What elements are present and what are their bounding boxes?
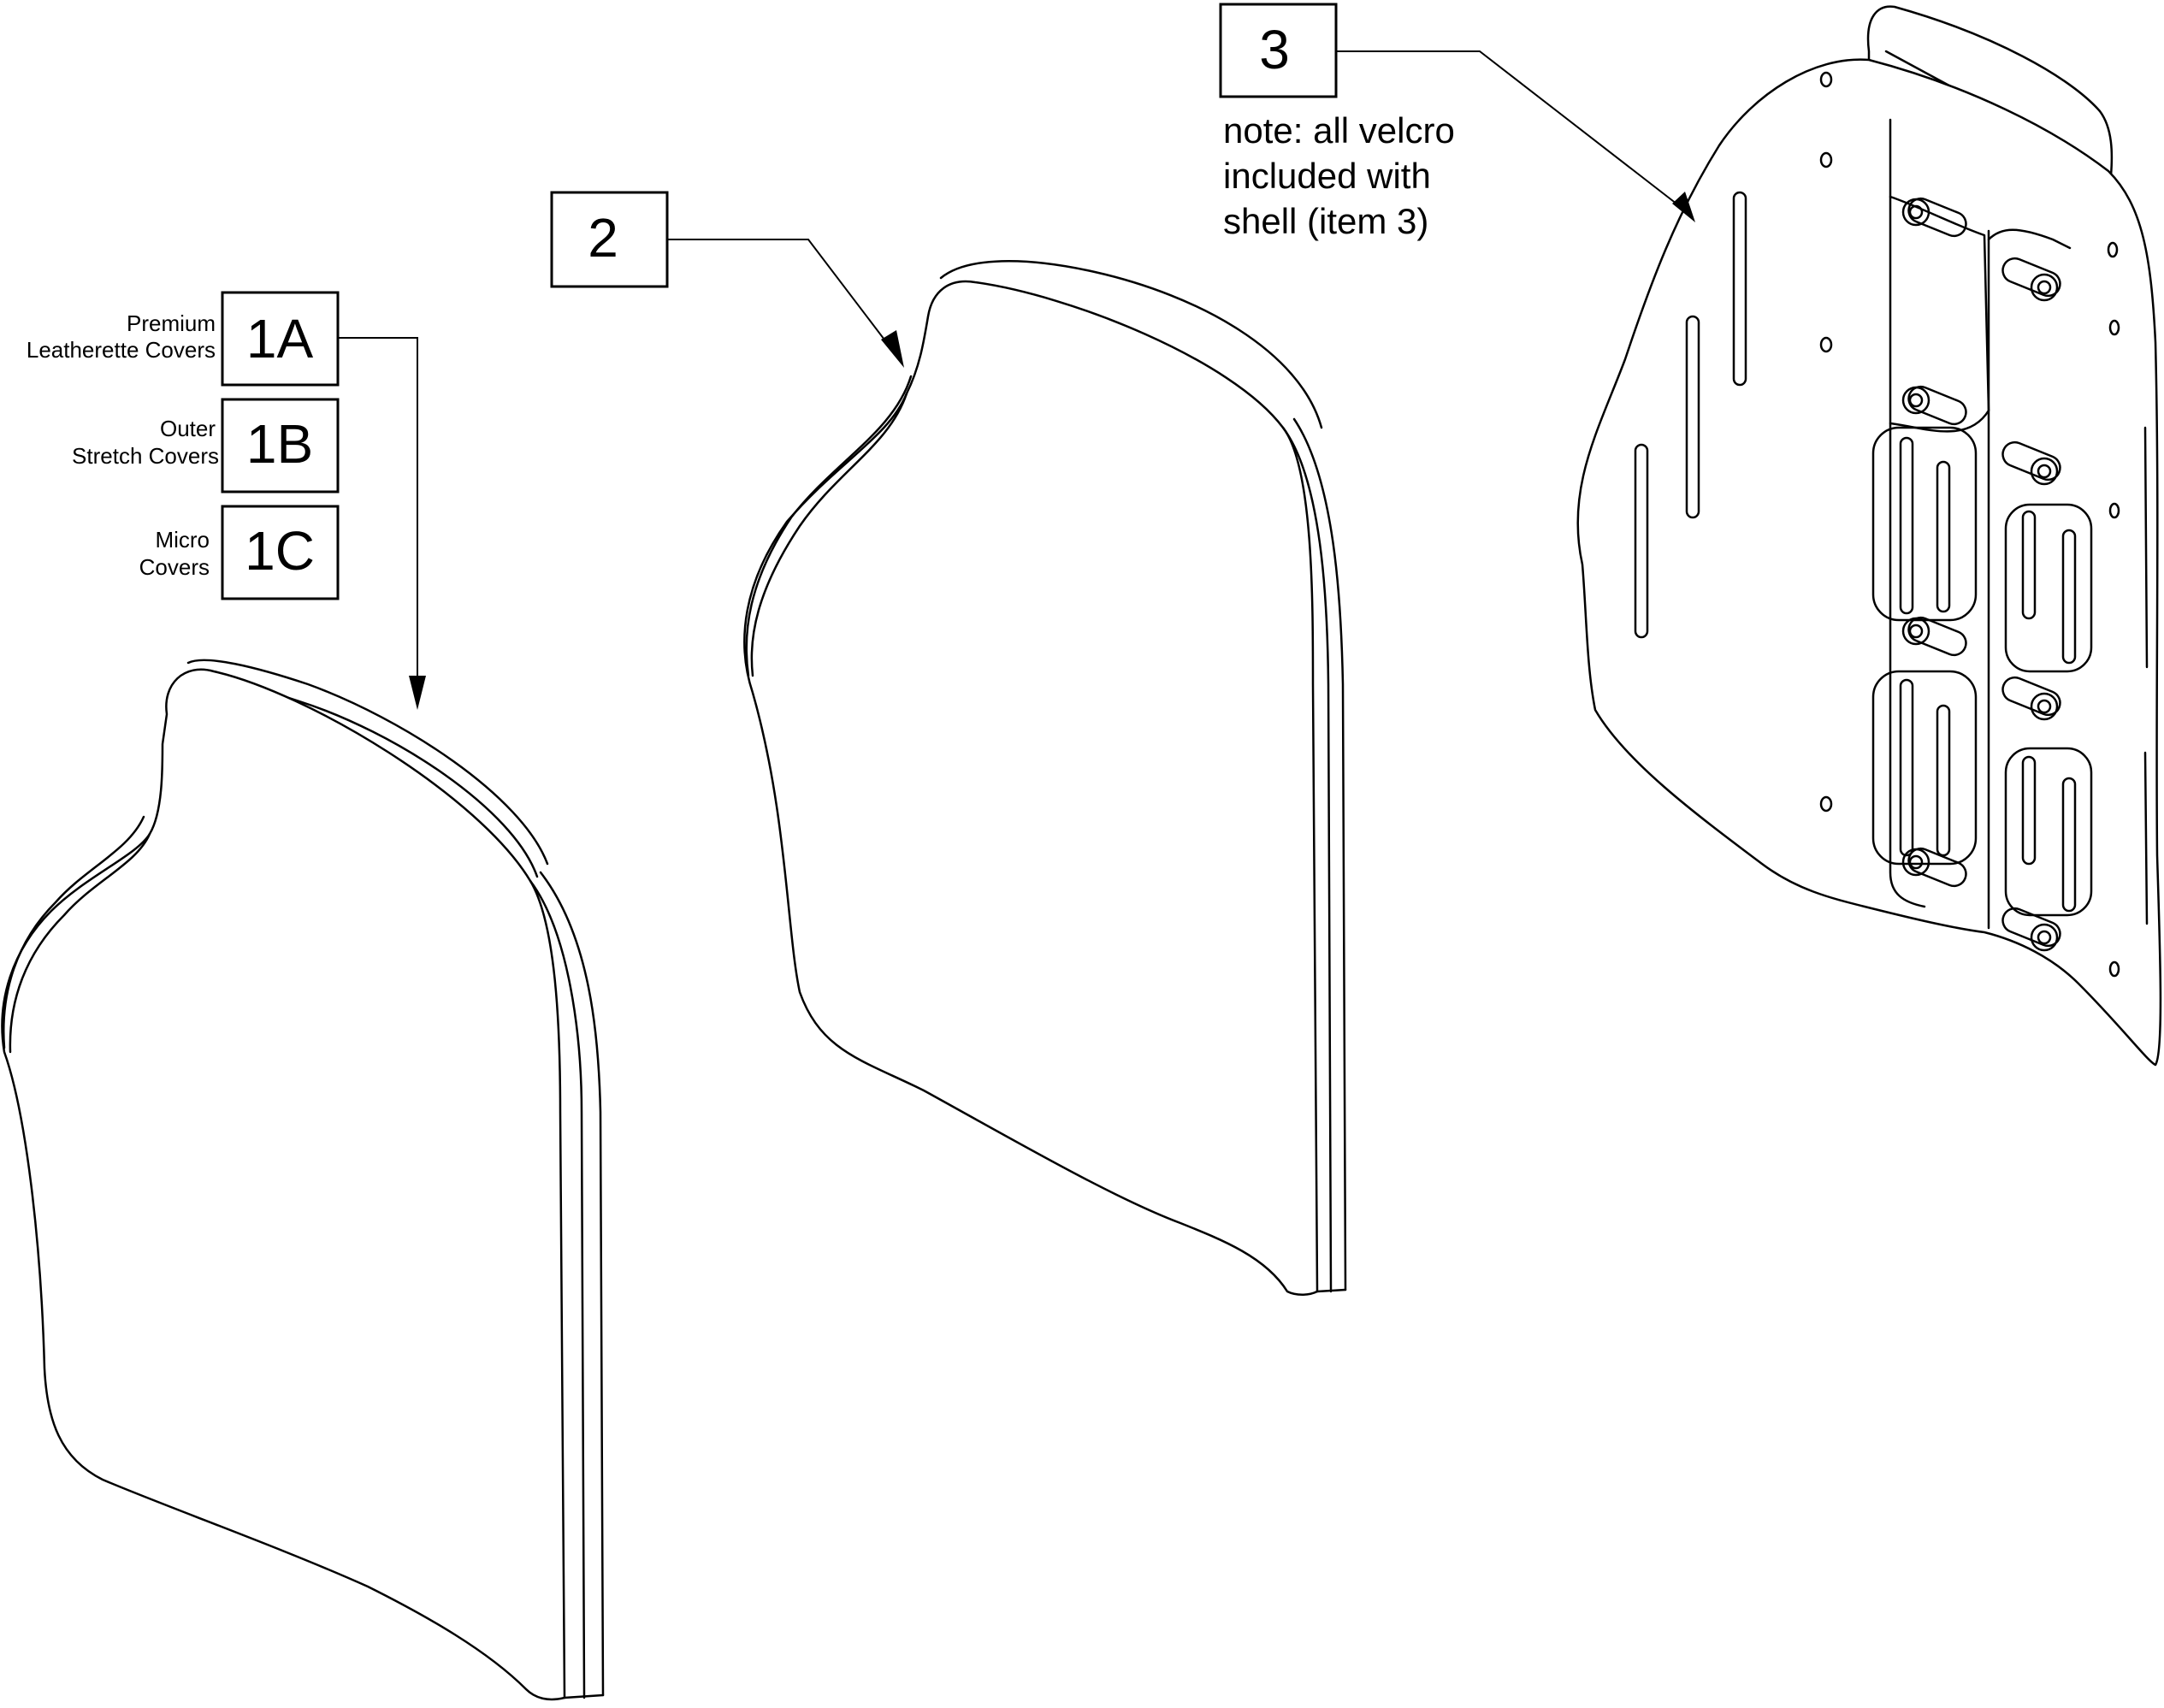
shell-plate (1576, 58, 2162, 1067)
callout-1b-number: 1B (246, 413, 313, 475)
callout-1c-label-line2: Covers (139, 554, 210, 580)
cover-part (1, 659, 605, 1701)
shell-slot (1685, 315, 1700, 519)
callout-1c-label-line1: Micro (155, 527, 210, 553)
callout-1a-label-line2: Leatherette Covers (27, 337, 216, 363)
shell-slot (1732, 191, 1747, 387)
callout-1c: Micro Covers 1C (139, 505, 340, 600)
note-line3: shell (item 3) (1223, 201, 1428, 241)
foam-front-face (743, 280, 1319, 1296)
callout-3: 3 (1219, 3, 1338, 98)
callout-1b-label-line2: Stretch Covers (72, 443, 219, 469)
callout-1c-number: 1C (245, 520, 315, 582)
cover-front-face (1, 668, 566, 1701)
callout-1a-label-line1: Premium (127, 310, 216, 336)
callout-1a-number: 1A (246, 308, 314, 369)
shell-note: note: all velcro included with shell (it… (1223, 110, 1455, 241)
note-line1: note: all velcro (1223, 110, 1455, 151)
callout-3-number: 3 (1259, 19, 1290, 80)
callout-1a: Premium Leatherette Covers 1A (27, 291, 340, 387)
callout-2-number: 2 (588, 207, 618, 269)
shell-holes (1819, 71, 2120, 978)
leader-lines (338, 50, 1695, 710)
shell-part (1576, 5, 2162, 1067)
callout-1b-label-line1: Outer (160, 416, 216, 441)
callout-1b: Outer Stretch Covers 1B (72, 398, 340, 493)
shell-slot (1634, 443, 1649, 639)
shell-fasteners (1901, 197, 2061, 952)
foam-insert-part (743, 260, 1347, 1296)
note-line2: included with (1223, 156, 1431, 196)
callout-2: 2 (550, 191, 669, 288)
